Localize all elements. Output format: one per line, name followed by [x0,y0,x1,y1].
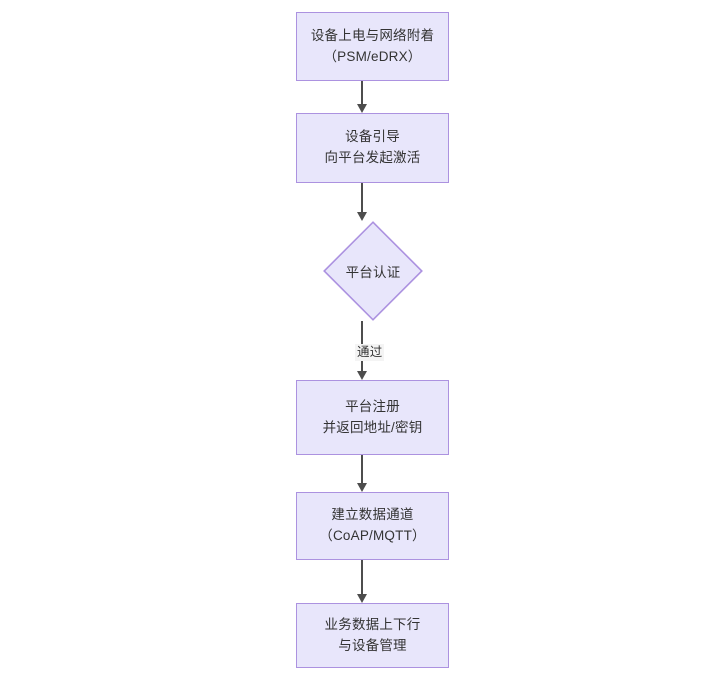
node-text-line: 建立数据通道 [331,507,414,523]
edge-line [361,81,363,105]
node-text-line: 向平台发起激活 [324,150,421,165]
arrowhead-icon [357,212,367,221]
flow-node-power-on[interactable]: 设备上电与网络附着 （PSM/eDRX） [296,12,449,81]
arrowhead-icon [357,104,367,113]
arrowhead-icon [357,483,367,492]
flow-node-service-data[interactable]: 业务数据上下行 与设备管理 [296,603,449,668]
edge-line [361,455,363,484]
flow-edge-bootstrap-to-auth [351,183,373,221]
node-text-line: 设备上电与网络附着 [310,27,435,43]
node-text-line: 与设备管理 [338,637,407,653]
node-text-line: （PSM/eDRX） [323,48,422,64]
node-text-line: 并返回地址/密钥 [322,419,423,435]
node-text-line: 业务数据上下行 [324,616,421,632]
node-text-line: （CoAP/MQTT） [319,528,426,543]
edge-line [361,183,363,213]
flow-node-platform-register[interactable]: 平台注册 并返回地址/密钥 [296,380,449,455]
arrowhead-icon [357,371,367,380]
diamond-shape-icon [323,221,423,321]
flow-node-data-channel[interactable]: 建立数据通道 （CoAP/MQTT） [296,492,449,560]
node-text-line: 平台注册 [345,398,400,414]
flow-node-bootstrap[interactable]: 设备引导 向平台发起激活 [296,113,449,183]
flow-edge-channel-to-service [351,560,373,603]
flow-node-platform-auth[interactable]: 平台认证 [323,221,423,321]
flow-edge-label-pass: 通过 [355,344,385,361]
node-text-line: 设备引导 [345,129,400,145]
flow-edge-register-to-channel [351,455,373,492]
flow-edge-power-on-to-bootstrap [351,81,373,113]
arrowhead-icon [357,594,367,603]
edge-line [361,560,363,595]
node-text-line: 平台认证 [345,265,401,280]
